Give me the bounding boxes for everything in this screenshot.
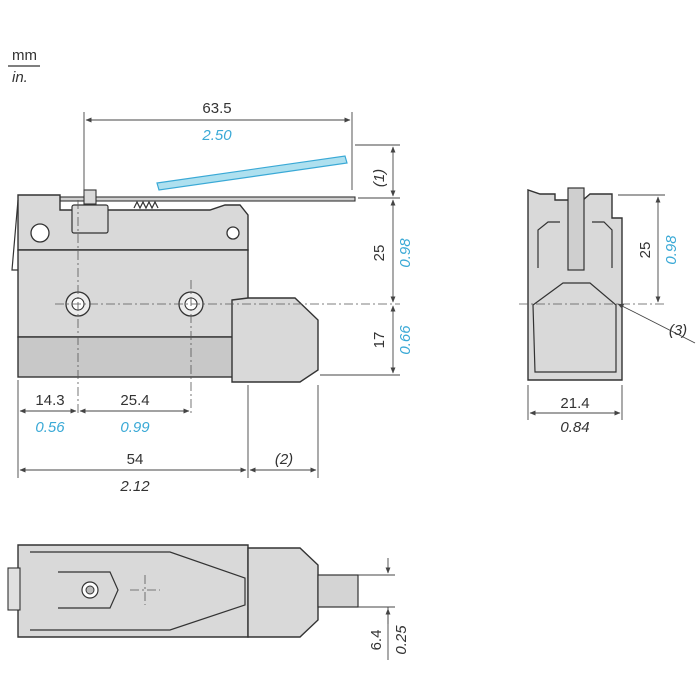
dim-side-width-mm: 21.4 bbox=[560, 395, 589, 412]
actuator-pin bbox=[83, 189, 97, 205]
top-housing bbox=[17, 544, 249, 638]
dim-offset-inch: 0.56 bbox=[35, 419, 65, 436]
side-detail-left bbox=[537, 221, 560, 268]
side-view bbox=[519, 187, 665, 381]
dim-thickness-inch: 0.25 bbox=[393, 625, 410, 655]
dim-side-width-inch: 0.84 bbox=[560, 419, 589, 436]
dim-spacing-mm: 25.4 bbox=[120, 392, 149, 409]
top-bolt-center bbox=[85, 585, 95, 595]
note-1: (1) bbox=[371, 169, 388, 187]
side-housing bbox=[527, 189, 623, 381]
units-legend: mm in. bbox=[8, 47, 40, 86]
top-dimensions: 6.4 0.25 bbox=[358, 558, 410, 660]
housing-main bbox=[17, 249, 249, 338]
unit-mm: mm bbox=[12, 47, 37, 64]
dim-thickness-mm: 6.4 bbox=[368, 630, 385, 651]
lever-arm bbox=[59, 196, 356, 202]
dim-side-height-inch: 0.98 bbox=[663, 235, 680, 265]
pin-hole bbox=[226, 226, 240, 240]
housing-upper bbox=[17, 194, 249, 251]
top-hook bbox=[7, 567, 21, 611]
note-2: (2) bbox=[275, 451, 293, 468]
note-3: (3) bbox=[669, 322, 687, 339]
left-hook bbox=[11, 199, 19, 271]
actuator-cap bbox=[231, 297, 319, 383]
front-dimensions: 63.5 2.50 (1) 25 0.98 17 0.66 14.3 0.56 … bbox=[17, 100, 414, 495]
side-lower-bracket bbox=[532, 282, 617, 373]
top-cap bbox=[247, 547, 319, 638]
front-view bbox=[11, 155, 400, 415]
top-lever-outline bbox=[30, 551, 246, 631]
dim-offset-mm: 14.3 bbox=[35, 392, 64, 409]
pivot-hole bbox=[30, 223, 50, 243]
dim-spacing-inch: 0.99 bbox=[120, 419, 150, 436]
side-detail-right bbox=[592, 221, 613, 268]
unit-inch: in. bbox=[12, 69, 28, 86]
housing-base bbox=[17, 336, 249, 378]
dim-body-inch: 2.12 bbox=[119, 478, 150, 495]
dim-lower-mm: 17 bbox=[371, 332, 388, 349]
side-dimensions: 25 0.98 (3) 21.4 0.84 bbox=[527, 194, 696, 436]
dim-body-mm: 54 bbox=[127, 451, 144, 468]
top-lever-tip bbox=[317, 574, 359, 608]
dim-side-height-mm: 25 bbox=[637, 242, 654, 259]
top-view bbox=[7, 544, 359, 638]
dim-upper-inch: 0.98 bbox=[397, 238, 414, 268]
dim-upper-mm: 25 bbox=[371, 245, 388, 262]
dim-lever-mm: 63.5 bbox=[202, 100, 231, 117]
dim-lower-inch: 0.66 bbox=[397, 325, 414, 355]
side-actuator bbox=[567, 187, 585, 271]
roller-lever bbox=[156, 155, 348, 191]
top-slot bbox=[58, 571, 119, 609]
actuator-post bbox=[71, 204, 109, 234]
dim-lever-inch: 2.50 bbox=[201, 127, 232, 144]
spring bbox=[133, 200, 159, 210]
leader-note3 bbox=[635, 312, 696, 344]
